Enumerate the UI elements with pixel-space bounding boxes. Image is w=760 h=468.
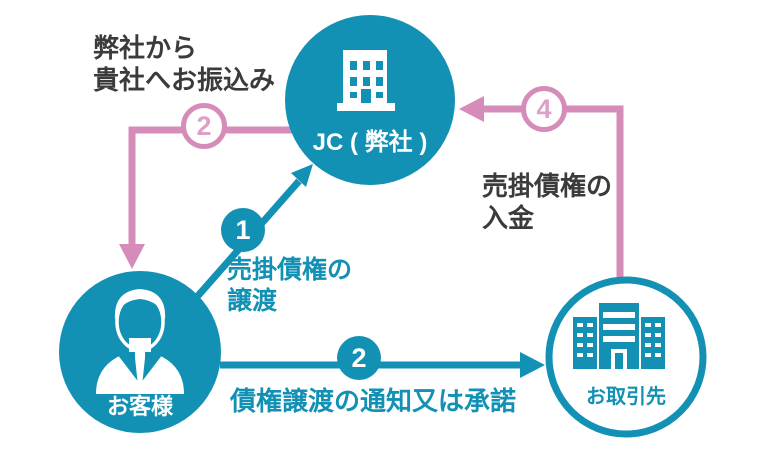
arrowhead-down — [119, 244, 145, 269]
jc-node-label: JC ( 弊社 ) — [312, 129, 428, 156]
arrowhead-upright — [291, 164, 313, 187]
notice-label: 債権譲渡の通知又は承諾 — [230, 386, 517, 416]
payout-label-line2: 貴社へお振込み — [93, 65, 276, 95]
deposit-label-line2: 入金 — [482, 203, 535, 233]
deposit-label-line1: 売掛債権の — [482, 171, 613, 201]
office-buildings-icon — [573, 303, 665, 369]
deposit-label: 売掛債権の 入金 — [482, 170, 612, 234]
transfer-label-line2: 譲渡 — [227, 287, 278, 315]
payout-arrow — [119, 126, 293, 269]
client-node-label: お取引先 — [586, 386, 666, 408]
payout-label-line1: 弊社から — [93, 33, 198, 63]
step-badge-transfer: 1 — [221, 208, 265, 252]
step-badge-payout: 2 — [181, 103, 227, 149]
transfer-label-line1: 売掛債権の — [227, 256, 353, 284]
step-badge-deposit: 4 — [521, 86, 567, 132]
customer-node-label: お客様 — [106, 394, 173, 419]
transfer-label: 売掛債権の 譲渡 — [227, 255, 352, 317]
arrowhead-right — [520, 352, 545, 378]
arrowhead-left — [459, 96, 484, 122]
payout-label: 弊社から 貴社へお振込み — [93, 32, 275, 96]
step-badge-notice: 2 — [337, 336, 381, 380]
businessman-icon — [96, 289, 184, 394]
office-building-icon — [337, 50, 395, 111]
notice-arrow — [220, 352, 545, 378]
